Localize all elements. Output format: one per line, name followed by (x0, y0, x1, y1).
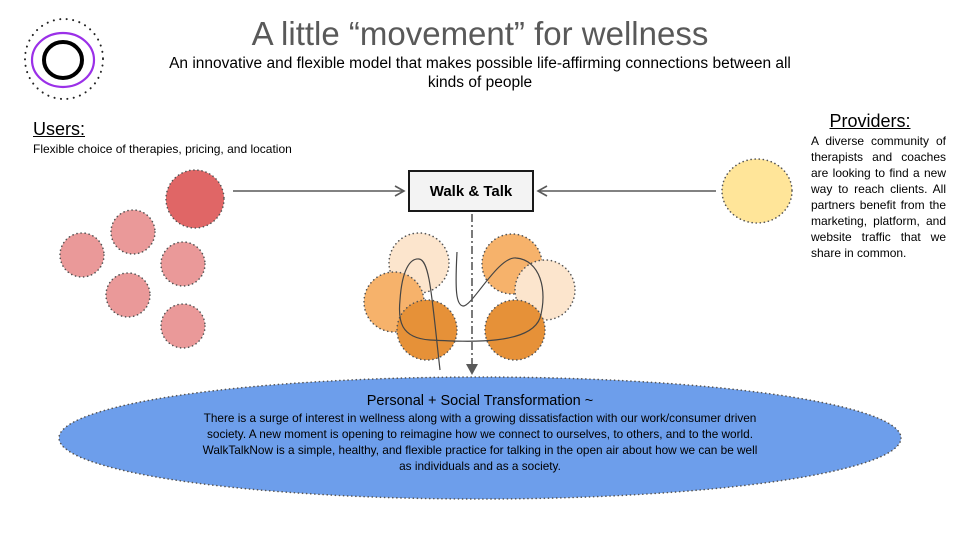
provider-circle (721, 158, 793, 224)
logo-middle-ring (30, 31, 96, 89)
user-circle (110, 209, 156, 255)
user-circle (59, 232, 105, 278)
walk-and-talk-box: Walk & Talk (408, 170, 534, 212)
sessions-cluster (363, 232, 576, 371)
transformation-text: Personal + Social Transformation ~ There… (200, 392, 760, 474)
session-circle-dark (396, 299, 458, 361)
logo-inner-ring (42, 40, 84, 80)
conversation-squiggle (398, 251, 544, 371)
logo-outer-dots (24, 18, 104, 100)
user-circle (160, 303, 206, 349)
providers-description: A diverse community of therapists and co… (811, 134, 946, 260)
transformation-body: There is a surge of interest in wellness… (202, 411, 758, 473)
user-circle (160, 241, 206, 287)
session-circle-dark (484, 299, 546, 361)
logo (24, 18, 104, 100)
providers-heading: Providers: (829, 111, 911, 131)
page-subtitle: An innovative and flexible model that ma… (169, 55, 791, 91)
transformation-heading: Personal + Social Transformation ~ (366, 393, 594, 409)
user-circle (105, 272, 151, 318)
users-heading: Users: (33, 119, 86, 139)
users-description: Flexible choice of therapies, pricing, a… (33, 142, 292, 156)
walk-and-talk-label: Walk & Talk (429, 182, 513, 200)
user-circle-primary (165, 169, 225, 229)
users-cluster (59, 169, 225, 349)
page-title: A little “movement” for wellness (251, 15, 709, 52)
transformation-ellipse (58, 376, 902, 500)
